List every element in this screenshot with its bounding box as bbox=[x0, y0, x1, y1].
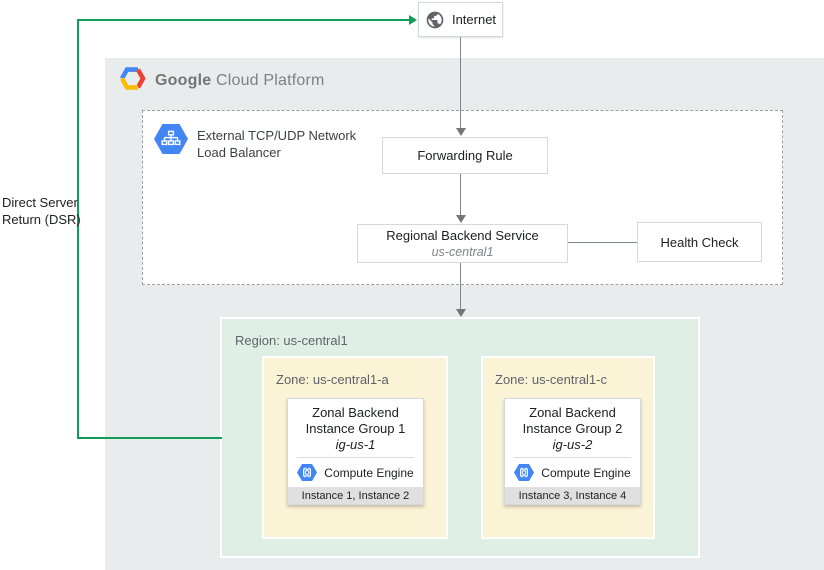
region-label: Region: us-central1 bbox=[235, 333, 348, 348]
dsr-path-top bbox=[77, 19, 409, 21]
instances-footer: Instance 1, Instance 2 bbox=[288, 487, 423, 504]
zone-label-c: Zone: us-central1-c bbox=[495, 372, 607, 387]
instance-group-card-2: Zonal Backend Instance Group 2 ig-us-2 C… bbox=[504, 398, 641, 505]
internet-globe-icon bbox=[425, 10, 445, 30]
instance-group-title: Zonal Backend Instance Group 2 ig-us-2 bbox=[522, 405, 623, 452]
dsr-arrowhead-internet bbox=[409, 15, 417, 25]
instances-footer: Instance 3, Instance 4 bbox=[505, 487, 640, 504]
arrowhead-backend-service bbox=[456, 215, 466, 223]
connector-forwarding-rule-to-backend-service bbox=[460, 174, 461, 216]
dsr-path-vertical bbox=[77, 19, 79, 439]
instance-group-title: Zonal Backend Instance Group 1 ig-us-1 bbox=[305, 405, 406, 452]
dsr-path-bottom bbox=[77, 437, 222, 439]
instance-group-card-1: Zonal Backend Instance Group 1 ig-us-1 C… bbox=[287, 398, 424, 505]
health-check-node: Health Check bbox=[637, 222, 762, 262]
internet-node: Internet bbox=[418, 2, 503, 37]
compute-engine-row: Compute Engine bbox=[297, 462, 414, 481]
internet-label: Internet bbox=[451, 12, 497, 27]
divider bbox=[297, 457, 414, 458]
load-balancer-title: External TCP/UDP Network Load Balancer bbox=[197, 128, 357, 160]
divider bbox=[514, 457, 631, 458]
connector-backend-service-to-region bbox=[460, 263, 461, 310]
connector-backend-service-to-health-check bbox=[568, 242, 637, 243]
compute-engine-icon bbox=[514, 464, 535, 481]
dsr-label: Direct Server Return (DSR) bbox=[2, 195, 81, 227]
forwarding-rule-node: Forwarding Rule bbox=[382, 137, 548, 174]
gcp-logo-icon bbox=[119, 67, 146, 95]
connector-internet-to-forwarding-rule bbox=[460, 37, 461, 129]
arrowhead-forwarding-rule bbox=[456, 128, 466, 136]
compute-engine-row: Compute Engine bbox=[514, 462, 631, 481]
load-balancer-icon bbox=[154, 124, 188, 159]
compute-engine-icon bbox=[297, 464, 318, 481]
arrowhead-region bbox=[456, 309, 466, 317]
gcp-logo: Google Cloud Platform bbox=[119, 67, 325, 95]
regional-backend-service-node: Regional Backend Service us-central1 bbox=[357, 224, 568, 263]
gcp-logo-text: Google Cloud Platform bbox=[155, 72, 325, 89]
zone-label-a: Zone: us-central1-a bbox=[276, 372, 389, 387]
backend-service-region: us-central1 bbox=[431, 244, 494, 259]
